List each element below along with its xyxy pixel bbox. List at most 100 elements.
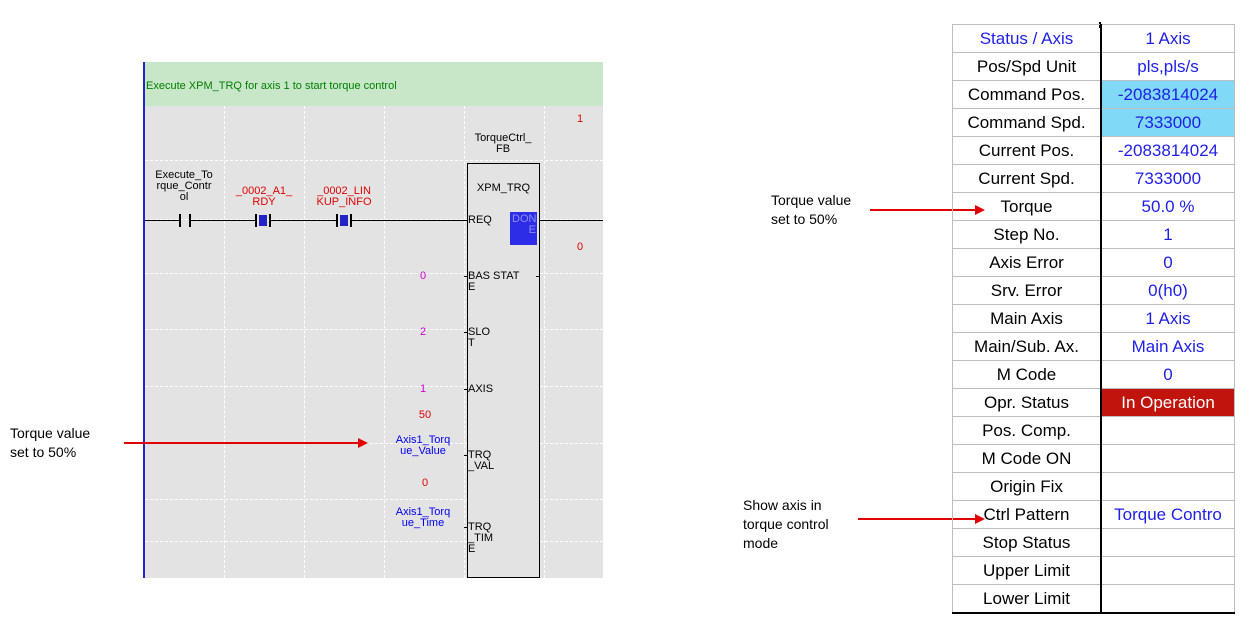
status-label: Opr. Status [952, 388, 1102, 417]
contact-label-linkup-info: _0002_LIN KUP_INFO [316, 185, 372, 208]
left-power-rail [143, 62, 145, 578]
status-value [1100, 472, 1235, 501]
done-output-value: 0 [577, 241, 584, 253]
status-label: Pos/Spd Unit [952, 52, 1102, 81]
table-row: Upper Limit [952, 556, 1235, 585]
status-label: Stop Status [952, 528, 1102, 557]
grid-line [304, 106, 305, 578]
grid-line [384, 106, 385, 578]
annotation-arrow-line [124, 442, 359, 444]
status-value [1100, 584, 1235, 614]
table-row: Command Spd. 7333000 [952, 108, 1235, 137]
table-row: Lower Limit [952, 584, 1235, 614]
input-slot-value[interactable]: 2 [420, 326, 427, 338]
input-trq-time-variable[interactable]: Axis1_Torq ue_Time [395, 506, 451, 529]
status-label: M Code [952, 360, 1102, 389]
rung-wire [145, 220, 179, 221]
table-row: M Code 0 [952, 360, 1235, 389]
grid-line [145, 541, 603, 542]
input-base-value[interactable]: 0 [420, 270, 427, 282]
input-trq-time-monitor: 0 [421, 477, 429, 489]
grid-line [145, 329, 603, 330]
status-value: Torque Contro [1100, 500, 1235, 529]
status-label: Current Pos. [952, 136, 1102, 165]
status-label: Pos. Comp. [952, 416, 1102, 445]
status-value: -2083814024 [1100, 136, 1235, 165]
status-label: Upper Limit [952, 556, 1102, 585]
table-row: Main/Sub. Ax. Main Axis [952, 332, 1235, 361]
status-label: Step No. [952, 220, 1102, 249]
status-label: Torque [952, 192, 1102, 221]
status-value[interactable]: 1 Axis [1100, 24, 1235, 53]
pin-tick [464, 276, 467, 277]
table-row: Ctrl Pattern Torque Contro [952, 500, 1235, 529]
table-row: Current Pos. -2083814024 [952, 136, 1235, 165]
status-label: Command Pos. [952, 80, 1102, 109]
status-value [1100, 444, 1235, 473]
pin-trq-val: TRQ _VAL [468, 449, 495, 472]
table-row: Status / Axis 1 Axis [952, 24, 1235, 53]
status-value: 1 [1100, 220, 1235, 249]
fb-type-name: XPM_TRQ [476, 182, 531, 194]
contact-label-a1-rdy: _0002_A1_ RDY [235, 185, 293, 208]
table-row: Srv. Error 0(h0) [952, 276, 1235, 305]
rung-wire [271, 220, 336, 221]
status-value-operation: In Operation [1100, 388, 1235, 417]
grid-line [145, 443, 603, 444]
input-axis-value[interactable]: 1 [420, 383, 427, 395]
pin-trq-time: TRQ _TIM E [468, 521, 494, 555]
grid-line [145, 386, 603, 387]
contact-a1-rdy-right[interactable] [269, 214, 271, 227]
status-value [1100, 416, 1235, 445]
pin-done: DON E [512, 213, 537, 236]
annotation-torque-left: Torque value set to 50% [10, 425, 91, 460]
contact-a1-rdy-left[interactable] [255, 214, 257, 227]
status-label: Srv. Error [952, 276, 1102, 305]
status-value: 50.0 % [1100, 192, 1235, 221]
table-row: Main Axis 1 Axis [952, 304, 1235, 333]
input-trq-val-variable[interactable]: Axis1_Torq ue_Value [395, 434, 451, 457]
table-row: Command Pos. -2083814024 [952, 80, 1235, 109]
grid-line [145, 219, 603, 220]
table-row: M Code ON [952, 444, 1235, 473]
status-label: Lower Limit [952, 584, 1102, 614]
contact-linkup-on [340, 215, 348, 226]
grid-line [464, 106, 465, 578]
pin-tick [464, 455, 467, 456]
status-value-highlighted: 7333000 [1100, 108, 1235, 137]
status-value-highlighted: -2083814024 [1100, 80, 1235, 109]
grid-line [544, 106, 545, 578]
status-value: 0 [1100, 248, 1235, 277]
status-label: Main Axis [952, 304, 1102, 333]
annotation-arrow-head [358, 438, 368, 448]
table-row: Axis Error 0 [952, 248, 1235, 277]
rung-comment-bar [143, 62, 603, 106]
grid-line [145, 273, 603, 274]
status-label: Axis Error [952, 248, 1102, 277]
table-row: Stop Status [952, 528, 1235, 557]
grid-line [145, 160, 603, 161]
status-value [1100, 556, 1235, 585]
pin-tick [464, 332, 467, 333]
status-label: Ctrl Pattern [952, 500, 1102, 529]
rung-step-number: 1 [577, 113, 584, 125]
contact-a1-rdy-on [259, 215, 267, 226]
contact-linkup-left[interactable] [336, 214, 338, 227]
rung-wire [539, 220, 603, 221]
grid-line [224, 106, 225, 578]
input-trq-val-monitor: 50 [418, 409, 432, 421]
status-label: Command Spd. [952, 108, 1102, 137]
grid-line [145, 499, 603, 500]
contact-execute-right[interactable] [189, 214, 191, 227]
contact-execute-left[interactable] [179, 214, 181, 227]
contact-linkup-right[interactable] [350, 214, 352, 227]
axis-status-table: Status / Axis 1 Axis Pos/Spd Unit pls,pl… [952, 24, 1235, 614]
pin-req: REQ [468, 214, 492, 226]
table-row: Opr. Status In Operation [952, 388, 1235, 417]
pin-slot: SLO T [468, 326, 491, 349]
ladder-diagram: Execute XPM_TRQ for axis 1 to start torq… [143, 62, 603, 578]
status-value: Main Axis [1100, 332, 1235, 361]
status-label: Current Spd. [952, 164, 1102, 193]
status-value: pls,pls/s [1100, 52, 1235, 81]
annotation-arrow-line [870, 209, 976, 211]
